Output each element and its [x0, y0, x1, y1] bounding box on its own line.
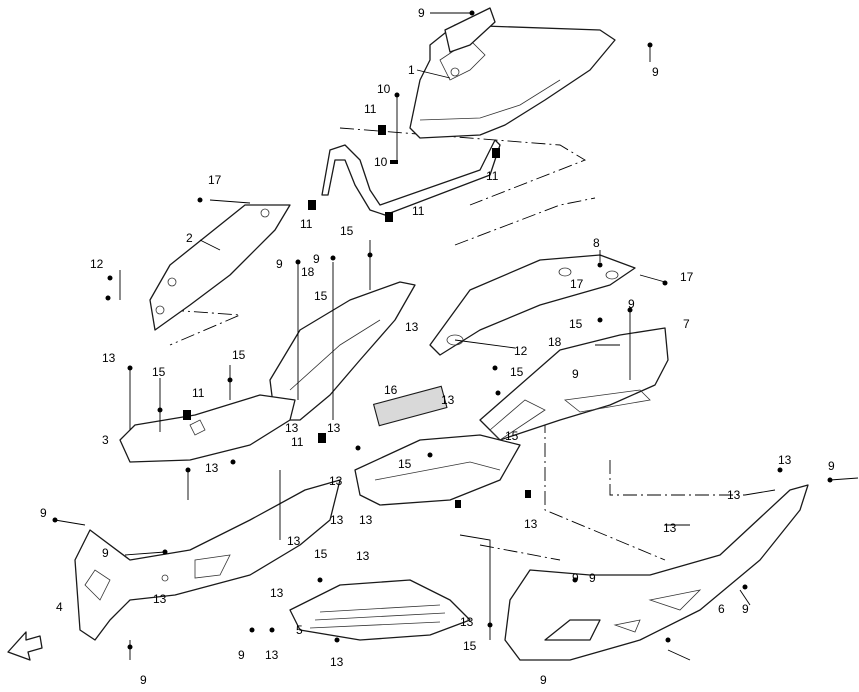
- callout-c17: 9: [276, 257, 283, 271]
- callout-c25: 12: [514, 344, 528, 358]
- callout-c8: 17: [208, 173, 222, 187]
- fasteners: [52, 10, 833, 650]
- reference-lines: [169, 127, 745, 561]
- callout-c23: 7: [683, 317, 690, 331]
- floor-board-part-5: [289, 579, 471, 641]
- callout-c42: 13: [329, 474, 343, 488]
- callout-c9: 11: [300, 217, 313, 231]
- callout-c34: 13: [441, 393, 455, 407]
- callout-c4: 10: [377, 82, 391, 96]
- callout-c57: 6: [718, 602, 725, 616]
- callout-c43: 13: [778, 453, 792, 467]
- callout-c28: 15: [232, 348, 246, 362]
- callout-c26: 18: [548, 335, 562, 349]
- callout-c45: 13: [727, 488, 741, 502]
- rear-grab-bracket: [321, 139, 501, 216]
- side-rail-part-8: [429, 254, 636, 356]
- callout-c12: 15: [340, 224, 354, 238]
- leader-lines: [54, 12, 859, 661]
- callout-c14: 17: [680, 270, 694, 284]
- callout-c62: 15: [463, 639, 477, 653]
- callout-c29: 15: [152, 365, 166, 379]
- callout-c31: 9: [572, 367, 579, 381]
- callout-c41: 13: [205, 461, 219, 475]
- callout-c37: 13: [327, 421, 341, 435]
- callout-c24: 13: [405, 320, 419, 334]
- callout-c60: 13: [270, 586, 284, 600]
- callout-c66: 13: [330, 655, 344, 669]
- side-panel-part-2: [149, 204, 291, 331]
- front-panel-part-4: [74, 479, 341, 641]
- front-direction-arrow-icon: [7, 631, 43, 661]
- callout-c48: 13: [524, 517, 538, 531]
- callout-c65: 13: [265, 648, 279, 662]
- callout-c52: 13: [287, 534, 301, 548]
- callout-c67: 9: [238, 648, 245, 662]
- callout-c3: 1: [408, 63, 415, 77]
- callout-c13: 8: [593, 236, 600, 250]
- callout-c59: 5: [296, 623, 303, 637]
- center-floor-tray: [354, 385, 521, 506]
- rear-cowl-part-1: [409, 7, 616, 139]
- callout-c51: 15: [314, 547, 328, 561]
- lower-cover-part-7: [479, 327, 669, 441]
- callout-c11: 2: [186, 231, 193, 245]
- callout-c2: 9: [652, 65, 659, 79]
- side-panel-part-3: [119, 394, 296, 463]
- callout-c30: 15: [510, 365, 524, 379]
- callout-c6: 10: [374, 155, 388, 169]
- callout-c39: 11: [291, 435, 304, 449]
- callout-c38: 15: [505, 429, 519, 443]
- callout-c10: 11: [412, 204, 425, 218]
- callout-c7: 11: [486, 169, 499, 183]
- callout-c15: 17: [570, 277, 584, 291]
- callout-c50: 13: [663, 521, 677, 535]
- callout-c58: 9: [742, 602, 749, 616]
- callout-c44: 9: [828, 459, 835, 473]
- callout-c27: 13: [102, 351, 116, 365]
- callout-c32: 11: [192, 386, 205, 400]
- callout-c68: 9: [140, 673, 147, 687]
- callout-c18: 18: [301, 265, 315, 279]
- rear-panel-part-6: [504, 484, 809, 661]
- callout-c33: 16: [384, 383, 398, 397]
- callout-c20: 15: [314, 289, 328, 303]
- callout-c64: 9: [589, 571, 596, 585]
- callout-c19: 9: [313, 252, 320, 266]
- callout-c1: 9: [418, 6, 425, 20]
- callout-c5: 11: [364, 102, 377, 116]
- callout-c40: 15: [398, 457, 412, 471]
- callout-c49: 9: [40, 506, 47, 520]
- callout-c54: 4: [56, 600, 63, 614]
- callout-c21: 9: [628, 297, 635, 311]
- callout-c69: 9: [540, 673, 547, 687]
- callout-c47: 13: [359, 513, 373, 527]
- callout-labels: 9 9 1 10 11 10 11 17 11 11 2 15 8 17 17 …: [40, 6, 835, 687]
- callout-c16: 12: [90, 257, 104, 271]
- callout-c35: 3: [102, 433, 109, 447]
- callout-c53: 9: [102, 546, 109, 560]
- callout-c56: 13: [153, 592, 167, 606]
- callout-c36: 13: [285, 421, 299, 435]
- callout-c55: 13: [356, 549, 370, 563]
- callout-c46: 13: [330, 513, 344, 527]
- callout-c63: 9: [572, 571, 579, 585]
- callout-c61: 13: [460, 615, 474, 629]
- callout-c22: 15: [569, 317, 583, 331]
